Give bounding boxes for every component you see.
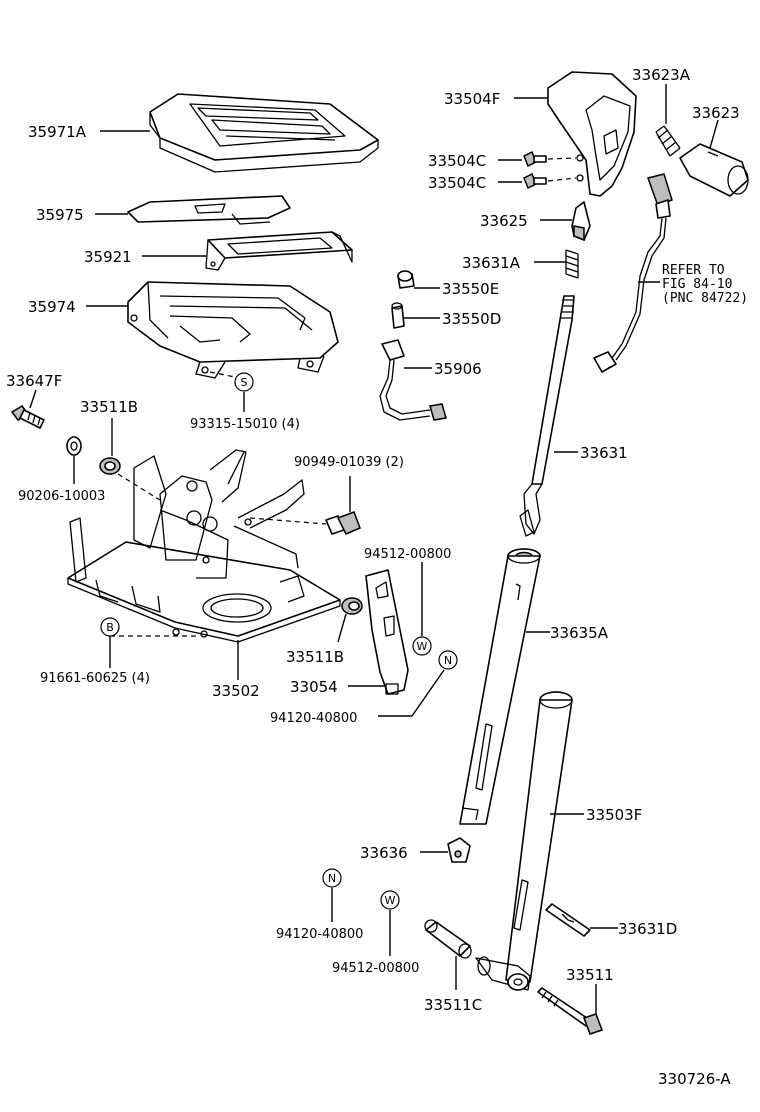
- part-33511-bolt: [537, 987, 603, 1035]
- callout-b-circle: [100, 617, 120, 637]
- part-33631-shift-rod: [519, 295, 575, 537]
- part-33625-pawl: [571, 201, 591, 242]
- part-33504C-screw-lower: [523, 172, 547, 190]
- part-33503F-lever-arm: [475, 691, 573, 991]
- leader-33647F: [29, 389, 37, 409]
- label-33511C: 33511C: [424, 996, 482, 1014]
- label-33631D: 33631D: [618, 920, 677, 938]
- label-35906: 35906: [434, 360, 482, 378]
- refer-line-1: REFER TO: [662, 263, 725, 278]
- dashed-leader-33504C-upper: [547, 157, 577, 160]
- part-90206-washer: [66, 436, 82, 456]
- part-33054-lever: [365, 569, 409, 695]
- callout-n-letter-lower: N: [328, 872, 336, 885]
- callout-s-letter: S: [241, 376, 248, 389]
- label-93315-15010: 93315-15010 (4): [190, 417, 300, 432]
- callout-w-letter-lower: W: [385, 894, 396, 907]
- leader-94120-upper-d: [411, 669, 445, 717]
- part-35906-wire-harness: [379, 339, 447, 421]
- label-94120-40800-lower: 94120-40800: [276, 927, 363, 942]
- dashed-leader-90949: [249, 517, 327, 525]
- callout-n-circle-upper: [438, 650, 458, 670]
- label-33511B-upper: 33511B: [80, 398, 138, 416]
- label-33623: 33623: [692, 104, 740, 122]
- part-33550D-socket: [391, 302, 405, 329]
- callout-b-letter: B: [106, 621, 114, 634]
- part-90949-clip: [325, 511, 361, 535]
- part-33635A-lever-tube: [459, 548, 541, 825]
- part-33631D-pin: [545, 903, 591, 937]
- label-33631: 33631: [580, 444, 628, 462]
- part-33502-shift-lever-base: [67, 449, 341, 643]
- part-33636-clip: [447, 837, 471, 863]
- part-35974-shift-gate: [127, 281, 339, 379]
- callout-w-circle-lower: [380, 890, 400, 910]
- label-33623A: 33623A: [632, 66, 691, 84]
- label-33550D: 33550D: [442, 310, 501, 328]
- label-94120-40800-upper: 94120-40800: [270, 711, 357, 726]
- callout-n-letter-upper: N: [444, 654, 452, 667]
- label-35974: 35974: [28, 298, 76, 316]
- label-35971A: 35971A: [28, 123, 87, 141]
- label-35921: 35921: [84, 248, 132, 266]
- refer-line-3: (PNC 84722): [662, 291, 748, 306]
- dashed-leader-33504C-lower: [547, 177, 577, 182]
- label-33504C-upper: 33504C: [428, 152, 486, 170]
- label-33631A: 33631A: [462, 254, 521, 272]
- callout-w-letter-upper: W: [417, 640, 428, 653]
- part-35921-bracket: [205, 231, 353, 271]
- refer-line-2: FIG 84-10: [662, 277, 732, 292]
- label-33636: 33636: [360, 844, 408, 862]
- leader-33511B-lower: [337, 613, 347, 643]
- part-33623-shift-button: [679, 143, 749, 197]
- label-90949-01039: 90949-01039 (2): [294, 455, 404, 470]
- label-33625: 33625: [480, 212, 528, 230]
- part-knob-switch-wire: [593, 173, 673, 373]
- part-35975-plate: [127, 195, 291, 225]
- label-33054: 33054: [290, 678, 338, 696]
- part-33511B-bushing-lower: [341, 597, 363, 615]
- label-33511B-lower: 33511B: [286, 648, 344, 666]
- part-33511C-collar: [424, 919, 472, 959]
- label-33635A: 33635A: [550, 624, 609, 642]
- part-33504F-shift-knob: [547, 71, 637, 197]
- part-33504C-screw-upper: [523, 150, 547, 168]
- label-90206-10003: 90206-10003: [18, 489, 105, 504]
- label-33550E: 33550E: [442, 280, 499, 298]
- label-33504F: 33504F: [444, 90, 500, 108]
- dashed-leader-screws: [209, 371, 241, 379]
- label-91661-60625: 91661-60625 (4): [40, 671, 150, 686]
- part-33511B-bushing-upper: [99, 457, 121, 475]
- label-33503F: 33503F: [586, 806, 642, 824]
- part-33647F-bolt: [10, 405, 45, 429]
- callout-w-circle-upper: [412, 636, 432, 656]
- label-94512-00800-upper: 94512-00800: [364, 547, 451, 562]
- part-33623A-spring: [655, 125, 681, 157]
- label-33504C-lower: 33504C: [428, 174, 486, 192]
- leader-33623: [709, 119, 719, 149]
- label-35975: 35975: [36, 206, 84, 224]
- label-33511: 33511: [566, 966, 614, 984]
- figure-number: 330726-A: [658, 1070, 731, 1088]
- part-35971A-shift-cover: [149, 93, 379, 173]
- dashed-leader-33511B: [117, 473, 161, 501]
- callout-n-circle-lower: [322, 868, 342, 888]
- part-33631A-spring: [565, 249, 579, 279]
- label-33502: 33502: [212, 682, 260, 700]
- callout-s-circle: [234, 372, 254, 392]
- label-33647F: 33647F: [6, 372, 62, 390]
- part-33550E-bulb: [397, 270, 415, 289]
- label-94512-00800-lower: 94512-00800: [332, 961, 419, 976]
